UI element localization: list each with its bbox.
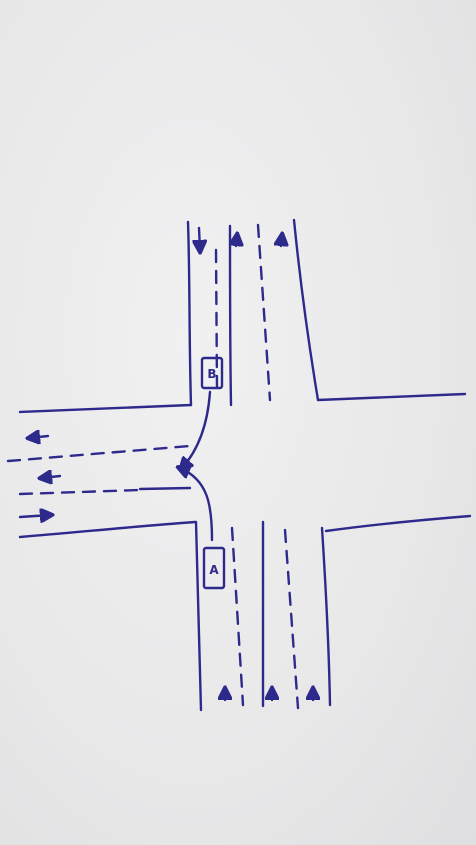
west-lane-divider-dashed-middle (18, 488, 142, 496)
west-road-bottom-edge (18, 520, 197, 539)
lane-arrow-left-icon (42, 476, 62, 478)
vehicle-a-body (202, 546, 226, 590)
lane-arrow-up-icon (236, 236, 237, 248)
vehicle-b-turn-path (182, 390, 212, 468)
vehicle-a: A (202, 546, 226, 590)
north-lane-divider-solid (228, 224, 233, 407)
east-road-bottom-edge (324, 514, 472, 533)
south-road-left-edge (194, 520, 203, 712)
vehicle-b: B (200, 356, 224, 390)
south-lane-divider-dashed-2 (283, 528, 300, 710)
vehicle-a-label: A (209, 563, 219, 577)
west-lane-divider-dashed-top (6, 444, 192, 463)
lane-arrow-up-icon (281, 236, 282, 248)
lane-arrow-down-icon (199, 226, 200, 250)
north-road-right-edge (292, 218, 320, 402)
lane-arrow-left-icon (30, 436, 50, 438)
vehicle-b-body (200, 356, 224, 390)
north-lane-divider-dashed-1 (214, 248, 219, 392)
north-road-left-edge (186, 220, 193, 407)
south-road-right-edge (320, 526, 332, 707)
vehicle-b-label: B (207, 367, 216, 381)
south-lane-divider-dashed-1 (230, 526, 245, 707)
north-lane-divider-dashed-2 (256, 223, 272, 402)
east-road-top-edge (316, 392, 467, 402)
lane-arrow-right-icon (18, 515, 50, 517)
vehicle-a-turn-path (180, 468, 214, 542)
west-road-top-edge (18, 403, 193, 414)
west-lane-divider-solid (138, 486, 192, 491)
